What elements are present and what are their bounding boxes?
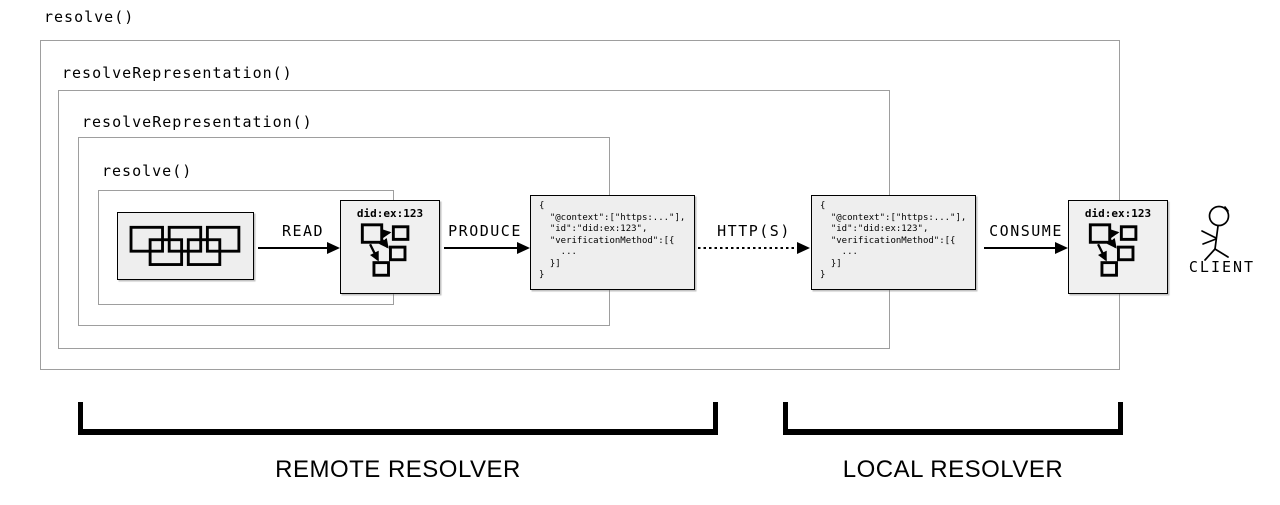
produce-arrowhead-icon [517, 242, 530, 254]
read-arrow [258, 247, 328, 250]
http-arrow-label: HTTP(S) [717, 222, 791, 240]
json-line: { [539, 201, 545, 211]
scope-label-resolve-representation-2: resolveRepresentation() [82, 113, 313, 131]
http-arrow [698, 247, 797, 250]
json-line: }] [539, 258, 561, 269]
client-label: CLIENT [1188, 258, 1256, 276]
scope-label-resolve-representation-1: resolveRepresentation() [62, 64, 293, 82]
client-actor-icon [1182, 203, 1252, 261]
http-arrowhead-icon [797, 242, 810, 254]
json-line: "verificationMethod":[{ [820, 235, 956, 246]
scope-label-outer-resolve: resolve() [44, 8, 135, 26]
did-label: did:ex:123 [1084, 207, 1152, 220]
consume-arrow [984, 247, 1056, 250]
local-resolver-label: LOCAL RESOLVER [842, 456, 1064, 483]
consume-arrow-label: CONSUME [989, 222, 1063, 240]
did-document-json-box-remote: { "@context":["https:..."], "id":"did:ex… [530, 195, 695, 290]
json-line: }] [820, 258, 842, 269]
json-line: "verificationMethod":[{ [539, 235, 675, 246]
read-arrowhead-icon [327, 242, 340, 254]
remote-resolver-label: REMOTE RESOLVER [275, 456, 521, 483]
consume-arrowhead-icon [1055, 242, 1068, 254]
produce-arrow-label: PRODUCE [448, 222, 522, 240]
local-resolver-bracket [783, 402, 1123, 435]
did-document-json-box-local: { "@context":["https:..."], "id":"did:ex… [811, 195, 976, 290]
scope-label-inner-resolve: resolve() [102, 162, 193, 180]
read-arrow-label: READ [281, 222, 325, 240]
verifiable-data-registry-box [117, 212, 254, 280]
did-document-graph-icon [341, 220, 439, 282]
json-line: "@context":["https:..."], [820, 212, 967, 223]
json-line: "id":"did:ex:123", [539, 224, 648, 234]
json-line: } [820, 270, 826, 280]
verifiable-data-registry-icon [118, 213, 253, 276]
did-label: did:ex:123 [356, 207, 424, 220]
json-line: ... [820, 247, 858, 257]
json-line: "id":"did:ex:123", [820, 224, 929, 234]
json-line: ... [539, 247, 577, 257]
json-line: { [820, 201, 826, 211]
did-box-remote: did:ex:123 [340, 200, 440, 294]
json-line: "@context":["https:..."], [539, 212, 686, 223]
did-box-local: did:ex:123 [1068, 200, 1168, 294]
did-document-graph-icon [1069, 220, 1167, 282]
json-line: } [539, 270, 545, 280]
remote-resolver-bracket [78, 402, 718, 435]
produce-arrow [444, 247, 518, 250]
